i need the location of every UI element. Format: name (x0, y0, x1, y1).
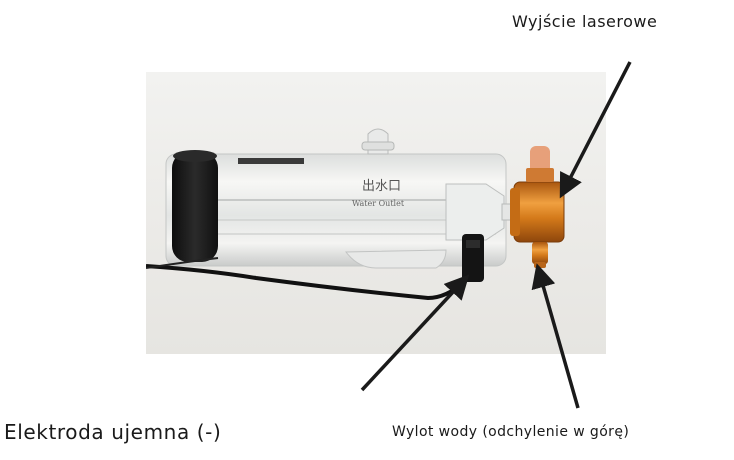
label-laser-output: Wyjście laserowe (512, 12, 658, 31)
tube-label-strip (238, 158, 304, 164)
black-end-cap (172, 152, 218, 262)
laser-tube-photo: 出水口 Water Outlet (146, 72, 606, 354)
copper-output-head (513, 181, 565, 243)
copper-water-nozzle (532, 242, 548, 264)
tube-marking-chinese: 出水口 (362, 179, 401, 194)
glass-flange (445, 183, 505, 241)
label-water-outlet: Wylot wody (odchylenie w górę) (392, 424, 630, 440)
label-negative-electrode: Elektroda ujemna (-) (4, 420, 222, 444)
tube-marking-english: Water Outlet (352, 199, 405, 208)
